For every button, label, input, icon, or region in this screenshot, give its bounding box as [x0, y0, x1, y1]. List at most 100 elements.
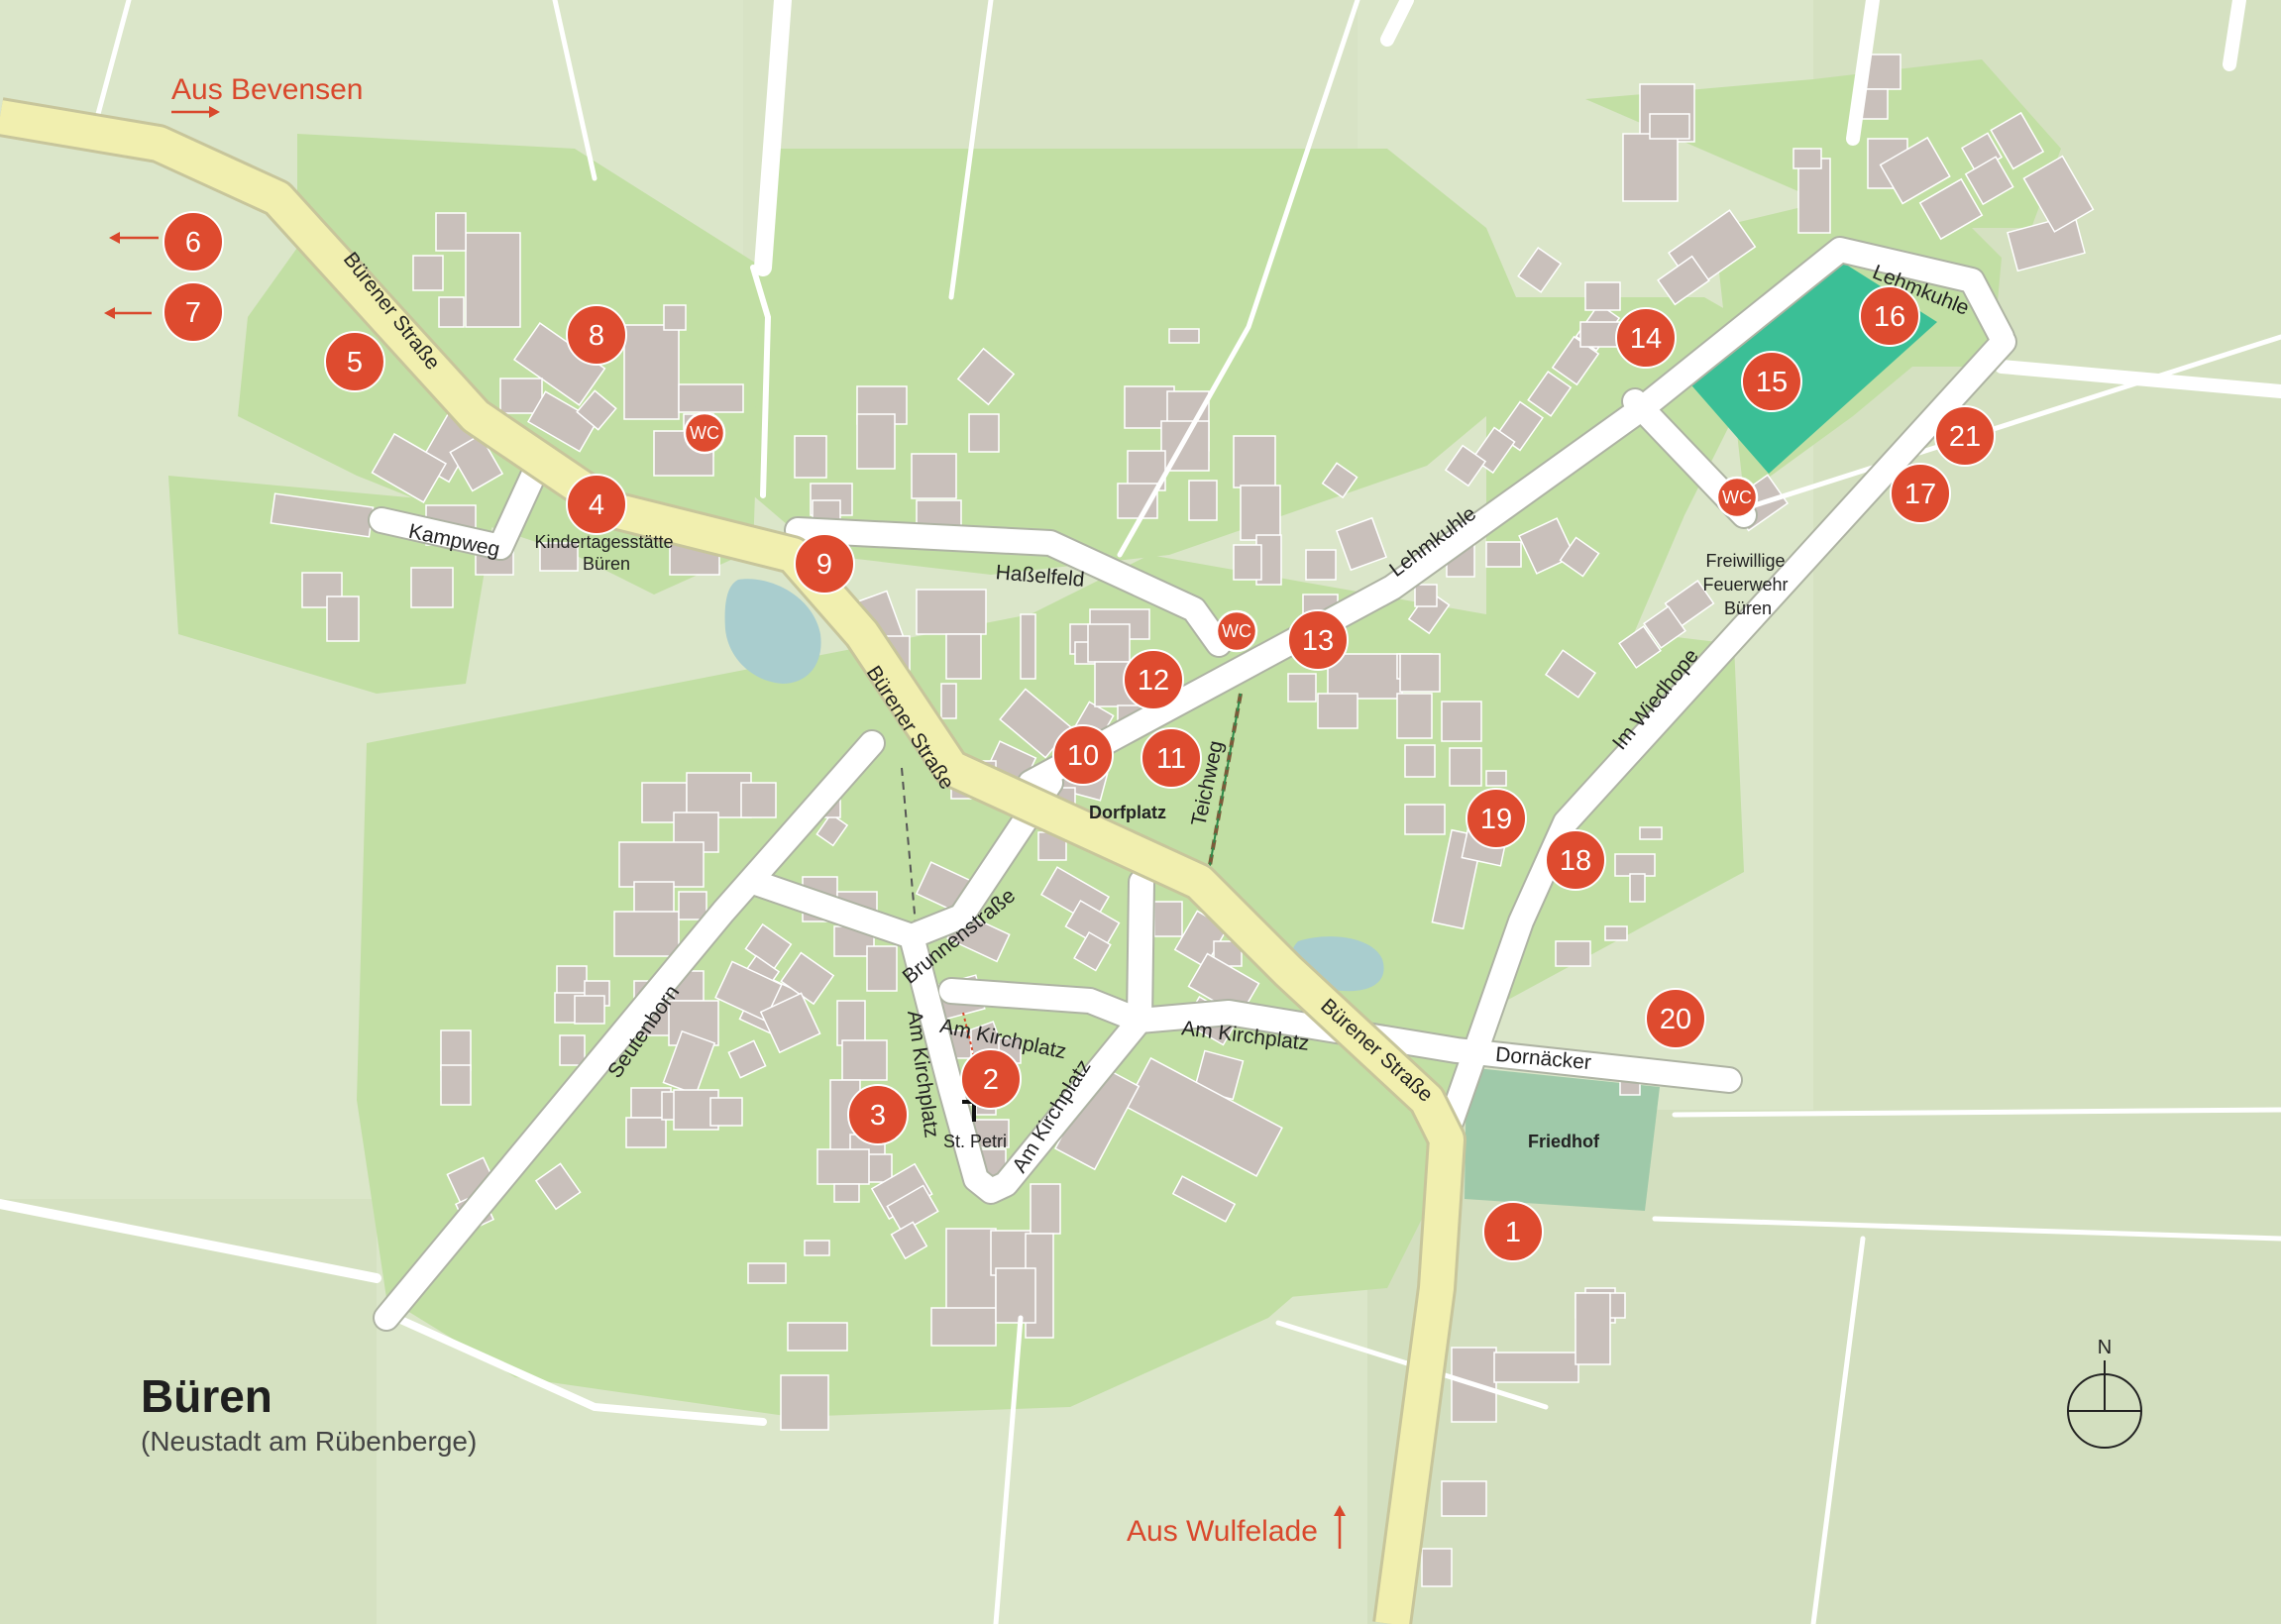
path-field-d: [1117, 0, 1360, 558]
poi-marker-5[interactable]: 5: [324, 331, 385, 392]
poi-number: 14: [1630, 323, 1662, 355]
path-northeast: [1846, 0, 1880, 146]
poi-number: 9: [816, 549, 832, 581]
path-east-1: [1995, 360, 2281, 398]
st-petri-label: St. Petri: [943, 1132, 1007, 1151]
poi-marker-10[interactable]: 10: [1052, 724, 1114, 786]
footpath-west: [901, 767, 918, 937]
poi-marker-1[interactable]: 1: [1482, 1201, 1544, 1262]
wc-label: WC: [1222, 621, 1251, 641]
poi-marker-2[interactable]: 2: [960, 1048, 1022, 1110]
path-field-b: [552, 0, 597, 181]
pond-north: [724, 579, 821, 684]
path-field-g: [993, 1315, 1024, 1624]
wc-label: WC: [690, 423, 719, 443]
kita-label-line: Büren: [583, 554, 630, 574]
poi-number: 13: [1302, 625, 1334, 657]
path-southwest: [392, 1314, 767, 1426]
poi-marker-12[interactable]: 12: [1123, 649, 1184, 710]
wc-label: WC: [1722, 487, 1752, 507]
feuerwehr-label-line: Feuerwehr: [1702, 575, 1788, 595]
path-west-1: [0, 1199, 381, 1283]
poi-markers: 1 2 3 4 5 6 7 8 9 10 11 12 13 14 15 16 1…: [163, 211, 1996, 1262]
poi-marker-17[interactable]: 17: [1890, 463, 1951, 524]
path-field-c: [948, 0, 994, 300]
poi-marker-14[interactable]: 14: [1615, 307, 1677, 369]
poi-number: 1: [1505, 1217, 1521, 1248]
poi-marker-4[interactable]: 4: [566, 474, 627, 535]
poi-number: 4: [589, 489, 604, 521]
poi-marker-18[interactable]: 18: [1545, 829, 1606, 891]
poi-number: 7: [185, 297, 201, 329]
poi-number: 16: [1874, 301, 1905, 333]
poi-number: 6: [185, 227, 201, 259]
poi-marker-11[interactable]: 11: [1140, 727, 1202, 789]
poi-number: 2: [983, 1064, 999, 1096]
friedhof-area: [1465, 1067, 1660, 1211]
wc-marker[interactable]: WC: [683, 411, 726, 455]
poi-marker-20[interactable]: 20: [1645, 988, 1706, 1049]
poi-number: 21: [1949, 421, 1981, 453]
poi-marker-15[interactable]: 15: [1741, 351, 1802, 412]
poi-number: 8: [589, 320, 604, 352]
poi-number: 19: [1480, 804, 1512, 835]
poi-number: 12: [1138, 665, 1169, 697]
poi-number: 10: [1067, 740, 1099, 772]
north-arrow-icon: N: [2067, 1337, 2142, 1449]
arrow-left-icon: [104, 307, 152, 319]
poi-marker-7[interactable]: 7: [163, 281, 224, 343]
arrow-right-icon: [171, 106, 220, 118]
kita-label-line: Kindertagesstätte: [534, 532, 673, 552]
path-north-1: [754, 0, 792, 276]
poi-number: 18: [1560, 845, 1591, 877]
path-southeast: [1810, 1236, 1866, 1624]
place-labels: Dorfplatz Friedhof St. Petri Kindertages…: [534, 532, 1792, 1151]
wc-markers: WC WC WC: [683, 411, 1759, 653]
am-kirchplatz-west-road: [939, 979, 1151, 1032]
poi-number: 17: [1904, 479, 1936, 510]
path-east-3: [1672, 1107, 2281, 1118]
poi-marker-16[interactable]: 16: [1859, 285, 1920, 347]
path-north-2: [750, 265, 772, 498]
kampweg-road: [370, 508, 512, 559]
kita-label: Kindertagesstätte Büren: [534, 532, 678, 574]
buerener-strasse-road: [0, 100, 1464, 1624]
path-northeast-b: [2223, 0, 2246, 71]
poi-number: 15: [1756, 367, 1788, 398]
feuerwehr-label-line: Freiwillige: [1705, 551, 1785, 571]
teichweg-footpath-green: [1206, 693, 1242, 883]
poi-marker-6[interactable]: 6: [163, 211, 224, 272]
town-title: Büren: [141, 1370, 272, 1422]
poi-marker-3[interactable]: 3: [847, 1084, 909, 1145]
feuerwehr-label: Freiwillige Feuerwehr Büren: [1702, 551, 1792, 618]
hasselfeld-road: [786, 518, 1231, 656]
wc-marker[interactable]: WC: [1715, 476, 1759, 519]
arrow-up-icon: [1334, 1505, 1346, 1549]
aus-wulfelade-label: Aus Wulfelade: [1127, 1515, 1318, 1548]
poi-marker-21[interactable]: 21: [1934, 405, 1996, 467]
path-field-a: [91, 0, 132, 132]
poi-number: 5: [347, 347, 363, 379]
poi-number: 20: [1660, 1004, 1691, 1035]
poi-marker-8[interactable]: 8: [566, 304, 627, 366]
path-field-e: [1380, 0, 1414, 47]
arrow-left-icon: [109, 232, 159, 244]
friedhof-label: Friedhof: [1528, 1132, 1600, 1151]
seutenborn-road: [375, 731, 884, 1330]
footpaths: [901, 693, 1243, 1066]
north-label: N: [2098, 1337, 2112, 1358]
feuerwehr-label-line: Büren: [1724, 598, 1772, 618]
poi-number: 11: [1156, 743, 1186, 775]
poi-marker-9[interactable]: 9: [794, 533, 855, 595]
im-wiedhope-road: [1440, 330, 2015, 1132]
town-subtitle: (Neustadt am Rübenberge): [141, 1426, 477, 1457]
offmap-arrows: [104, 232, 159, 319]
aus-bevensen-label: Aus Bevensen: [171, 73, 363, 106]
dorfplatz-label: Dorfplatz: [1089, 803, 1166, 822]
wc-marker[interactable]: WC: [1215, 609, 1258, 653]
poi-number: 3: [870, 1100, 886, 1132]
poi-marker-13[interactable]: 13: [1287, 609, 1349, 671]
path-field-f: [1652, 1216, 2281, 1242]
poi-marker-19[interactable]: 19: [1466, 788, 1527, 849]
